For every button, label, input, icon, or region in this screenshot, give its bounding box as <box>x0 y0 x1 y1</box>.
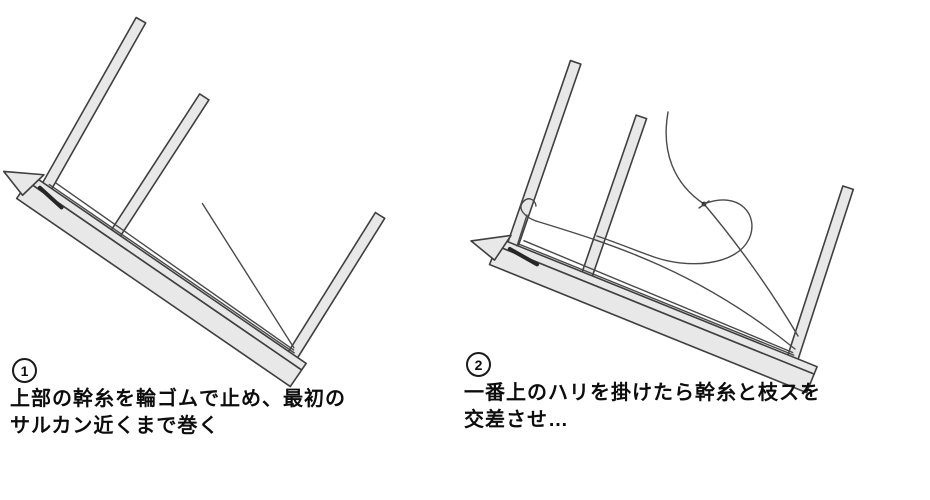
figure-2-drawing <box>470 59 855 394</box>
fig2-wrap-tail <box>516 214 528 247</box>
fig1-end-wedge <box>2 170 45 197</box>
fig1-peg-right <box>284 211 386 364</box>
fig2-wound-line-1 <box>517 243 795 356</box>
fig1-rubber-band-mark <box>37 185 64 210</box>
fig2-branch-upper <box>665 111 705 205</box>
fig2-end-wedge <box>470 234 512 261</box>
step-2-number-badge: 2 <box>466 352 491 377</box>
fig1-wound-line-1 <box>48 183 295 354</box>
figure-2-line-overlay <box>516 111 799 350</box>
step-1-caption-text: 上部の幹糸を輪ゴムで止め、最初の サルカン近くまで巻く <box>10 386 346 440</box>
figure-1-drawing <box>2 16 386 388</box>
fig1-peg-left <box>38 16 147 195</box>
fig2-rubber-band-mark <box>507 247 540 267</box>
fig1-beam-front-face <box>15 181 303 388</box>
fig1-beam-top-face <box>28 175 307 371</box>
fig2-peg-right <box>785 185 855 366</box>
caption-line: 上部の幹糸を輪ゴムで止め、最初の <box>10 388 346 410</box>
fig2-main-line <box>535 220 796 350</box>
fig1-branch-line <box>201 202 295 349</box>
step-1-caption-block: 1 上部の幹糸を輪ゴムで止め、最初の サルカン近くまで巻く <box>10 358 346 440</box>
caption-line: 交差させ… <box>464 409 569 431</box>
caption-line: サルカン近くまで巻く <box>10 415 220 437</box>
caption-line: 一番上のハリを掛けたら幹糸と枝スを <box>464 382 821 404</box>
fig2-knot-tick <box>698 200 710 209</box>
fig1-wound-line-2 <box>54 181 295 351</box>
step-2-caption-block: 2 一番上のハリを掛けたら幹糸と枝スを 交差させ… <box>464 352 821 434</box>
fig2-wound-line-2 <box>523 240 794 354</box>
fig1-peg-middle <box>107 93 210 242</box>
fig2-peg-middle <box>579 114 648 283</box>
step-1-number-badge: 1 <box>12 358 37 383</box>
fig2-crossing-loop <box>596 199 753 265</box>
fig2-left-peg-wrap <box>520 198 537 222</box>
step-2-caption-text: 一番上のハリを掛けたら幹糸と枝スを 交差させ… <box>464 380 821 434</box>
fig2-branch-lower <box>703 203 799 337</box>
